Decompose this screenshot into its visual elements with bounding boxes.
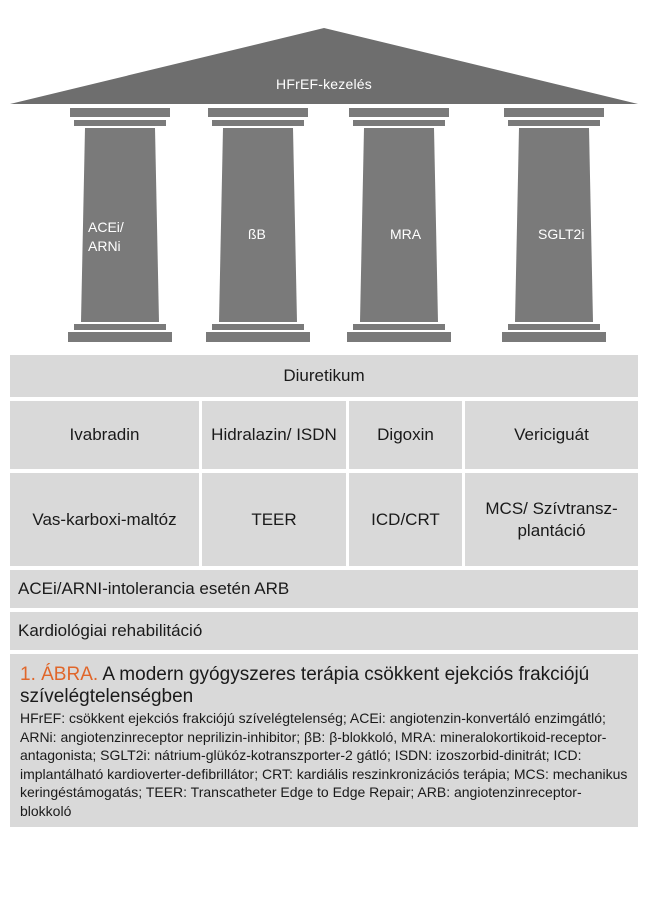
roof-label: HFrEF-kezelés [276,76,372,92]
pillar-base-upper [353,324,445,330]
caption-title-text: A modern gyógyszeres terápia csökkent ej… [20,664,590,707]
diuretikum-band: Diuretikum [10,355,638,397]
pillar-capital [504,108,604,117]
pillar-base-upper [74,324,166,330]
pillar-shaft [81,128,159,322]
pillar-capital-lower [212,120,304,126]
caption-number: 1. ÁBRA. [20,664,99,685]
figure-frame: HFrEF-kezelés ACEi/ ARNi ßB MRA SGLT2i D… [10,10,638,885]
temple-diagram: HFrEF-kezelés ACEi/ ARNi ßB MRA SGLT2i [10,10,638,351]
pillars-group [68,108,606,342]
pillar-capital-lower [508,120,600,126]
pillar-base [68,332,172,342]
pillar-label-line: ARNi [88,238,121,254]
cell-mcs: MCS/ Szívtransz-plantáció [465,473,638,566]
pillar-label-mra: MRA [390,226,422,242]
pillar-base [206,332,310,342]
pillar-capital-lower [353,120,445,126]
caption-body: HFrEF: csökkent ejekciós frakciójú szíve… [20,710,628,819]
cell-vas-karboximaltoz: Vas-karboxi-maltóz [10,473,199,566]
pillar-capital [349,108,449,117]
pillar-acei [68,108,172,342]
cell-ivabradin: Ivabradin [10,401,199,469]
cell-hidralazin: Hidralazin/ ISDN [202,401,346,469]
pillar-label-bb: ßB [248,226,266,242]
pillar-capital [70,108,170,117]
pillar-base [347,332,451,342]
pillar-mra [347,108,451,342]
caption-title: 1. ÁBRA. A modern gyógyszeres terápia cs… [20,664,628,708]
roof-shape [10,28,638,104]
pillar-shaft [219,128,297,322]
cell-vericiguat: Vericiguát [465,401,638,469]
pillar-label-sglt2i: SGLT2i [538,226,585,242]
pillar-capital-lower [74,120,166,126]
pillar-base-upper [212,324,304,330]
pillar-base [502,332,606,342]
temple-graphic [10,28,638,342]
pillar-label-line: ACEi/ [88,219,124,235]
pillar-label-acei: ACEi/ ARNi [88,218,124,256]
pillar-shaft [515,128,593,322]
cell-icd-crt: ICD/CRT [349,473,462,566]
pillar-capital [208,108,308,117]
pillar-sglt2i [502,108,606,342]
pillar-bb [206,108,310,342]
option-row-2: Vas-karboxi-maltóz TEER ICD/CRT MCS/ Szí… [10,473,638,566]
cell-digoxin: Digoxin [349,401,462,469]
figure-caption: 1. ÁBRA. A modern gyógyszeres terápia cs… [10,654,638,827]
pillar-shaft [360,128,438,322]
arb-band: ACEi/ARNI-intolerancia esetén ARB [10,570,638,608]
pillar-base-upper [508,324,600,330]
rehab-band: Kardiológiai rehabilitáció [10,612,638,650]
cell-teer: TEER [202,473,346,566]
option-row-1: Ivabradin Hidralazin/ ISDN Digoxin Veric… [10,401,638,469]
